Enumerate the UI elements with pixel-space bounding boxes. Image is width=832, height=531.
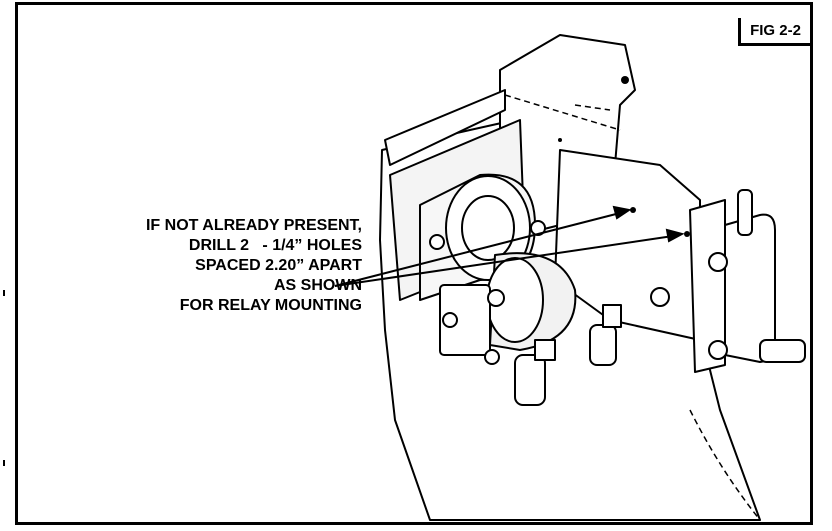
- nut: [708, 252, 728, 272]
- handle-clip: [737, 189, 753, 236]
- left-margin-mark: [3, 460, 5, 466]
- left-margin-mark: [3, 290, 5, 296]
- nut: [708, 340, 728, 360]
- leader-line: [334, 235, 674, 287]
- callout-line: DRILL 2 - 1/4” HOLES: [188, 237, 362, 254]
- leader-line: [334, 212, 621, 287]
- pressure-switch: [589, 304, 622, 366]
- drill-hole: [684, 231, 690, 237]
- pressure-switch: [514, 339, 556, 406]
- handle-bar: [759, 339, 806, 363]
- nut: [650, 287, 670, 307]
- arrowhead: [665, 228, 685, 243]
- nut: [487, 289, 505, 307]
- nut: [429, 234, 445, 250]
- callout-line: FOR RELAY MOUNTING: [179, 297, 362, 314]
- angle-bracket: [689, 199, 726, 373]
- drill-hole: [630, 207, 636, 213]
- drill-instruction-callout: IF NOT ALREADY PRESENT, DRILL 2 - 1/4” H…: [146, 216, 362, 316]
- callout-line: AS SHOWN: [274, 277, 362, 294]
- callout-line: SPACED 2.20” APART: [195, 257, 362, 274]
- figure-label-text: FIG 2-2: [750, 22, 801, 39]
- callout-line: IF NOT ALREADY PRESENT,: [145, 217, 362, 234]
- figure-label: FIG 2-2: [738, 18, 810, 46]
- arrowhead: [612, 205, 632, 220]
- side-rail: [384, 89, 506, 166]
- nut: [442, 312, 458, 328]
- nut: [484, 349, 500, 365]
